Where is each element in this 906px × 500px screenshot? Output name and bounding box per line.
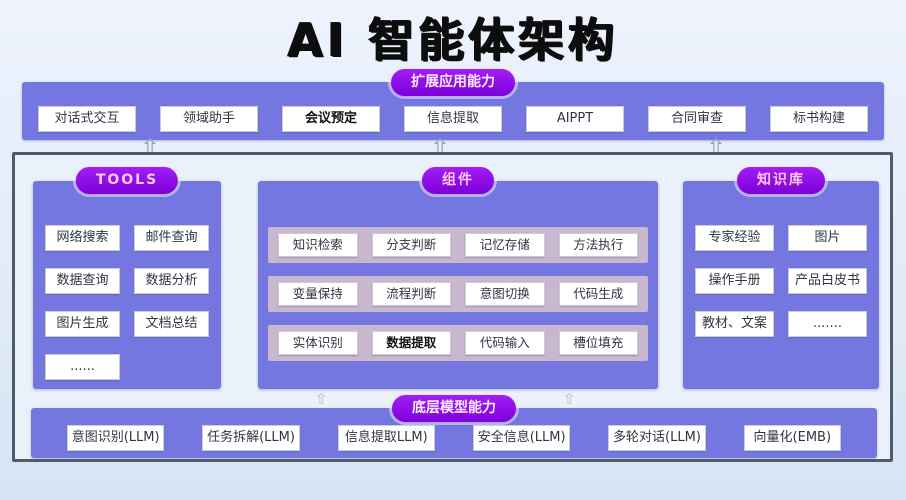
capability-box: 会议预定 [282,106,380,132]
capability-box: 标书构建 [770,106,868,132]
components-row: 实体识别 数据提取 代码输入 槽位填充 [268,325,648,361]
component-box: 意图切换 [465,282,545,306]
knowledge-base-panel: 知识库 专家经验 图片 操作手册 产品白皮书 教材、文案 ....... [683,167,879,389]
agent-core-container: TOOLS 网络搜索 邮件查询 数据查询 数据分析 图片生成 文档总结 ....… [12,152,893,462]
component-box: 槽位填充 [558,331,638,355]
capability-box: AIPPT [526,106,624,132]
component-box: 知识检索 [278,233,358,257]
capability-box: 领域助手 [160,106,258,132]
tool-box: 数据查询 [45,268,120,294]
capability-box: 对话式交互 [38,106,136,132]
extended-capabilities-items: 对话式交互 领域助手 会议预定 信息提取 AIPPT 合同审查 标书构建 [22,106,884,132]
tool-box: 数据分析 [134,268,209,294]
component-box: 代码生成 [558,282,638,306]
components-pill: 组件 [422,167,494,194]
base-model-items: 意图识别(LLM) 任务拆解(LLM) 信息提取LLM) 安全信息(LLM) 多… [31,425,877,451]
components-row: 知识检索 分支判断 记忆存储 方法执行 [268,227,648,263]
knowledge-items: 专家经验 图片 操作手册 产品白皮书 教材、文案 ....... [683,181,879,337]
component-box: 代码输入 [465,331,545,355]
tool-box: 网络搜索 [45,225,120,251]
tools-panel: TOOLS 网络搜索 邮件查询 数据查询 数据分析 图片生成 文档总结 ....… [33,167,221,389]
base-model-pill: 底层模型能力 [392,395,516,422]
model-box: 多轮对话(LLM) [608,425,706,451]
component-box: 变量保持 [278,282,358,306]
knowledge-box: 专家经验 [695,225,774,251]
extended-capabilities-band: 扩展应用能力 对话式交互 领域助手 会议预定 信息提取 AIPPT 合同审查 标… [22,69,884,140]
model-box: 向量化(EMB) [743,425,841,451]
component-box: 分支判断 [371,233,451,257]
model-box: 信息提取LLM) [337,425,435,451]
up-arrow-icon: ⇧ [563,390,576,408]
model-box: 意图识别(LLM) [67,425,165,451]
component-box: 方法执行 [558,233,638,257]
capability-box: 信息提取 [404,106,502,132]
components-panel: 组件 知识检索 分支判断 记忆存储 方法执行 变量保持 流程判断 意图切换 代码… [258,167,658,389]
model-box: 安全信息(LLM) [472,425,571,451]
base-model-band: 底层模型能力 意图识别(LLM) 任务拆解(LLM) 信息提取LLM) 安全信息… [31,395,877,458]
tools-items: 网络搜索 邮件查询 数据查询 数据分析 图片生成 文档总结 ...... [33,181,221,380]
tool-box-ellipsis: ...... [45,354,120,380]
knowledge-box: 操作手册 [695,268,774,294]
knowledge-box: 产品白皮书 [788,268,867,294]
knowledge-base-pill: 知识库 [737,167,825,194]
tool-box: 邮件查询 [134,225,209,251]
extended-capabilities-pill: 扩展应用能力 [391,69,515,96]
component-box: 实体识别 [278,331,358,355]
model-box: 任务拆解(LLM) [202,425,300,451]
tool-box: 图片生成 [45,311,120,337]
components-rows: 知识检索 分支判断 记忆存储 方法执行 变量保持 流程判断 意图切换 代码生成 … [258,181,658,361]
tool-box: 文档总结 [134,311,209,337]
knowledge-box-ellipsis: ....... [788,311,867,337]
knowledge-box: 图片 [788,225,867,251]
components-row: 变量保持 流程判断 意图切换 代码生成 [268,276,648,312]
up-arrow-icon: ⇧ [315,390,328,408]
page-title: AI 智能体架构 [287,13,619,67]
component-box: 记忆存储 [465,233,545,257]
capability-box: 合同审查 [648,106,746,132]
component-box: 数据提取 [371,331,451,355]
tools-pill: TOOLS [75,167,179,194]
knowledge-box: 教材、文案 [695,311,774,337]
component-box: 流程判断 [371,282,451,306]
